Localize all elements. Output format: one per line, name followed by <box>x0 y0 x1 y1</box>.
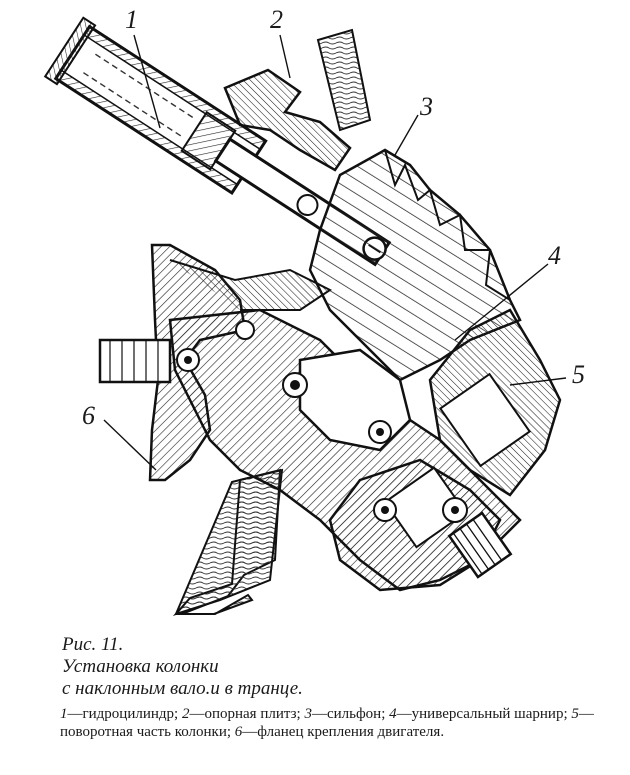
leader-1 <box>133 34 161 129</box>
leader-4 <box>454 263 549 341</box>
support-plate <box>223 68 352 172</box>
callout-6: 6 <box>82 401 95 430</box>
leader-3 <box>394 114 419 156</box>
legend-text-6: —фланец крепления двигателя. <box>242 724 445 740</box>
callout-4: 4 <box>548 241 561 270</box>
legend-text-3: —сильфон; <box>311 706 390 722</box>
leader-2 <box>279 34 291 79</box>
legend-num-5: 5 <box>571 706 579 722</box>
leader-6 <box>103 419 157 471</box>
legend-num-1: 1 <box>60 706 68 722</box>
legend-num-4: 4 <box>389 706 397 722</box>
figure-number: Рис. 11. <box>62 634 124 655</box>
legend-text-2: —опорная плитз; <box>189 706 305 722</box>
callout-5: 5 <box>572 360 585 389</box>
callout-2: 2 <box>270 5 283 34</box>
callout-3: 3 <box>420 92 433 121</box>
figure-legend: 1—гидроцилиндр; 2—опорная плитз; 3—сильф… <box>60 705 600 741</box>
legend-num-3: 3 <box>304 706 312 722</box>
caption-line-1: Установка колонки <box>62 656 219 677</box>
technical-drawing <box>43 16 567 617</box>
legend-text-5: —поворотная часть колонки; <box>60 706 594 740</box>
leader-5 <box>509 377 567 386</box>
caption-line-2: с наклонным вало.и в транце. <box>62 678 303 699</box>
figure-caption: Рис. 11. Установка колонки с наклонным в… <box>62 634 303 700</box>
legend-text-1: —гидроцилиндр; <box>67 706 182 722</box>
legend-text-4: —универсальный шарнир; <box>396 706 572 722</box>
legend-num-2: 2 <box>181 706 190 722</box>
legend-num-6: 6 <box>234 724 243 740</box>
output-bolt <box>447 511 513 579</box>
transom-top-wood <box>316 28 372 132</box>
callout-1: 1 <box>125 5 138 34</box>
